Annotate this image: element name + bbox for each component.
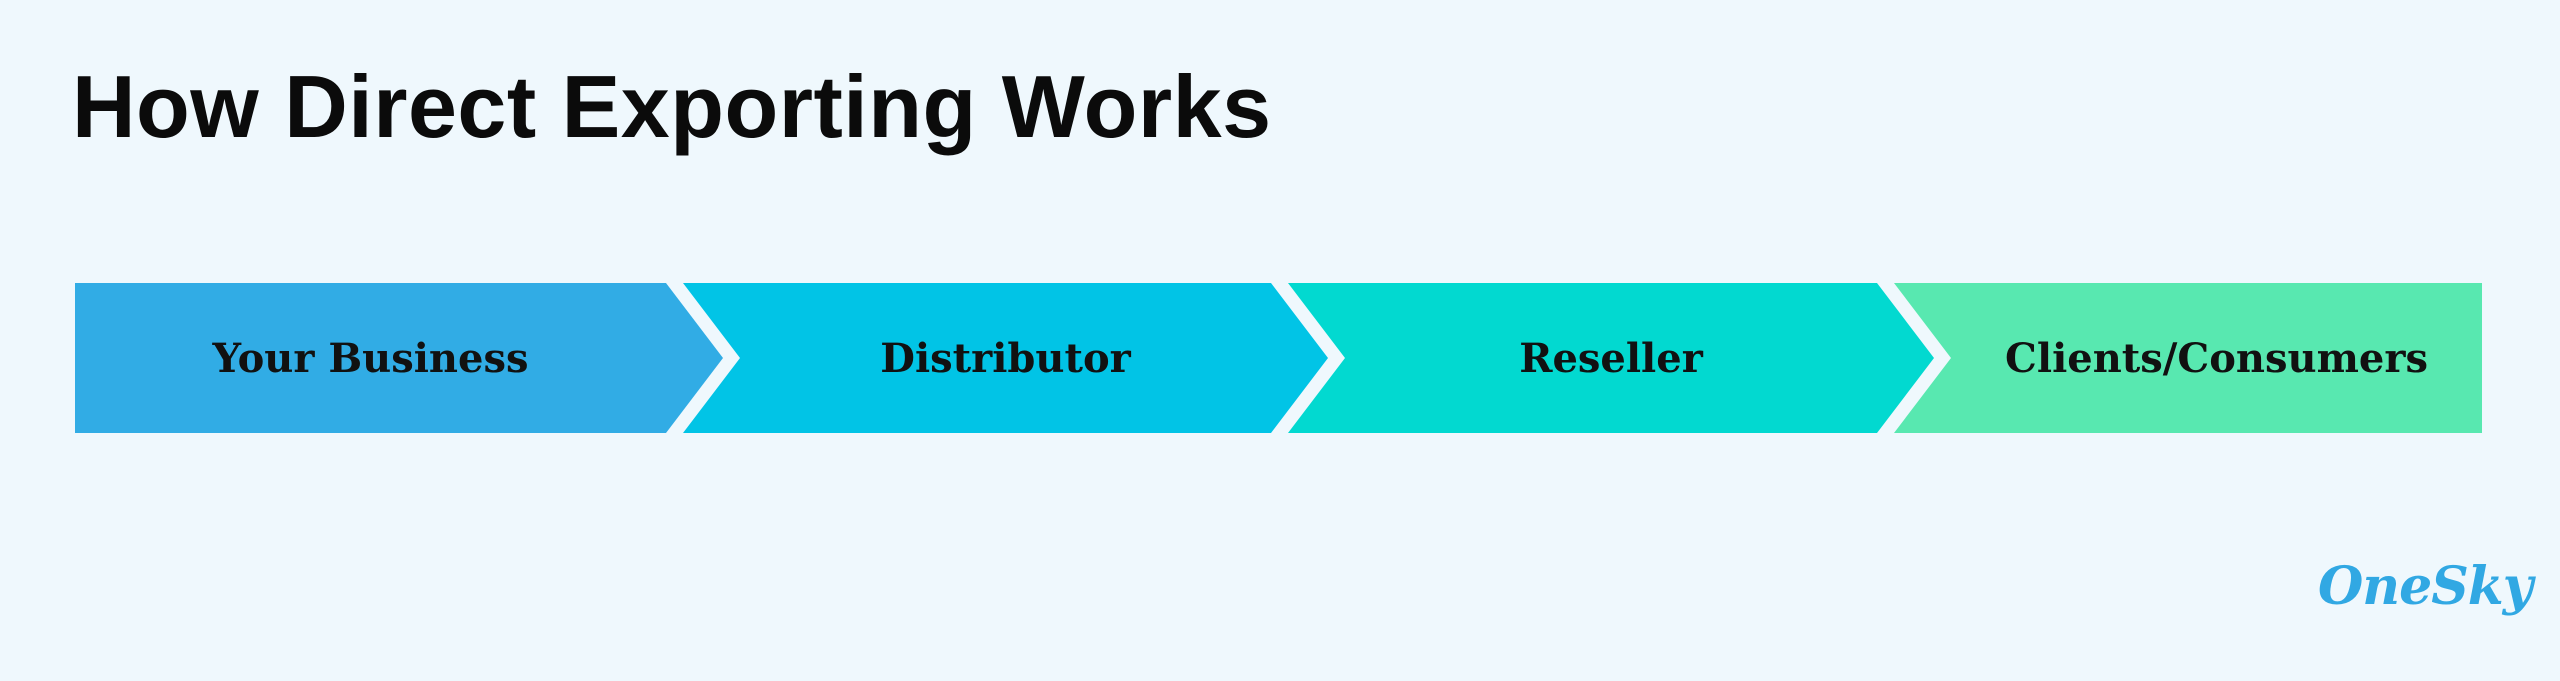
step-reseller: Reseller: [1345, 283, 1877, 433]
step-shape-your-business: [75, 283, 723, 433]
step-label-distributor: Distributor: [880, 334, 1131, 382]
step-distributor: Distributor: [740, 283, 1271, 433]
step-label-clients-consumers: Clients/Consumers: [2005, 334, 2428, 382]
step-clients-consumers: Clients/Consumers: [1951, 283, 2482, 433]
step-label-reseller: Reseller: [1519, 334, 1703, 382]
step-shape-distributor: [683, 283, 1328, 433]
step-your-business: Your Business: [75, 283, 666, 433]
step-shape-reseller: [1288, 283, 1934, 433]
page-title: How Direct Exporting Works: [72, 57, 1272, 156]
step-label-your-business: Your Business: [212, 334, 529, 382]
step-shape-clients-consumers: [1894, 283, 2482, 433]
onesky-logo: OneSky: [2318, 556, 2533, 617]
